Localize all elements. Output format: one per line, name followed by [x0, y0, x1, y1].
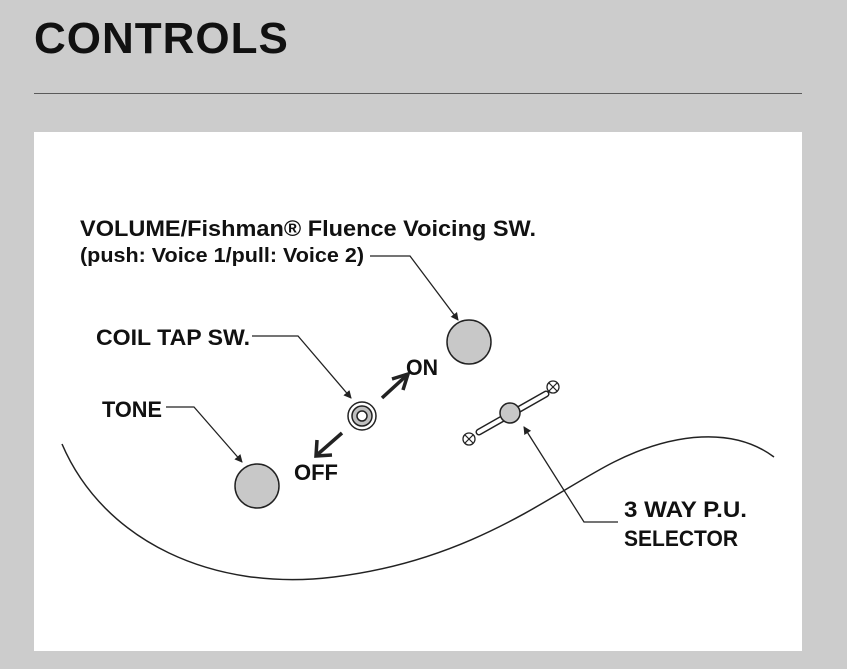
selector-screw-left — [462, 432, 476, 446]
selector-leader-line — [523, 426, 618, 523]
guitar-body-outline — [61, 436, 775, 581]
coil-tap-switch — [347, 401, 377, 431]
tone-knob-label: TONE — [102, 397, 162, 422]
off-arrowhead — [314, 439, 333, 458]
selector-label-line1: 3 WAY P.U. — [624, 497, 747, 522]
on-label: ON — [406, 355, 438, 380]
coil-tap-switch-label: COIL TAP SW. — [96, 325, 250, 350]
tone-leader-line — [166, 406, 243, 463]
on-arrow — [380, 374, 408, 400]
volume-knob — [446, 319, 492, 365]
off-label: OFF — [294, 460, 338, 485]
selector-label-line2: SELECTOR — [624, 526, 738, 551]
volume-switch-sublabel: (push: Voice 1/pull: Voice 2) — [80, 245, 364, 267]
volume-switch-label: VOLUME/Fishman® Fluence Voicing SW. — [80, 216, 536, 241]
controls-diagram-panel: VOLUME/Fishman® Fluence Voicing SW. (pus… — [34, 132, 802, 651]
controls-diagram: VOLUME/Fishman® Fluence Voicing SW. (pus… — [61, 216, 775, 581]
off-arrow — [316, 431, 344, 456]
selector-screw-right — [546, 380, 560, 394]
page-title: CONTROLS — [34, 14, 289, 63]
volume-leader-line — [370, 255, 459, 321]
tone-knob — [234, 463, 280, 509]
on-arrowhead — [391, 371, 411, 391]
pickup-selector-switch — [462, 380, 560, 446]
coil-tap-leader-line — [252, 335, 352, 399]
title-divider — [34, 93, 802, 94]
